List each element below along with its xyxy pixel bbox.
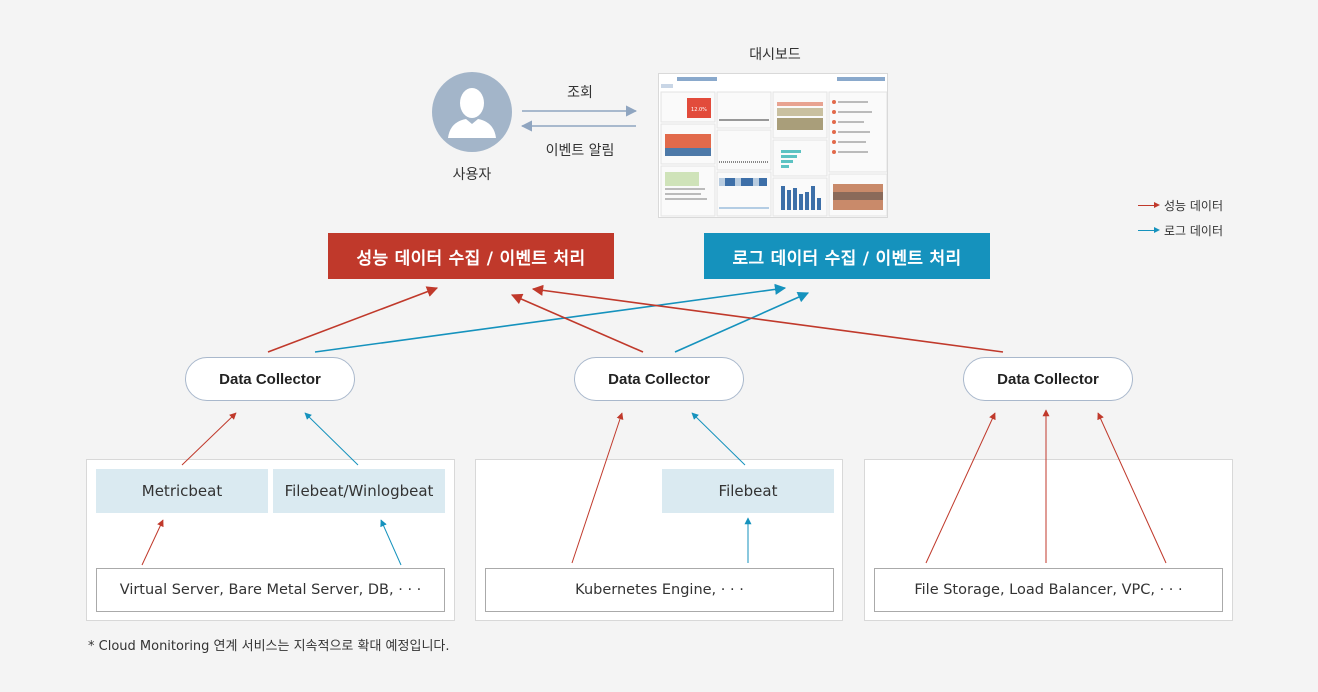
filebeat-to-collector2-arrow: [691, 412, 746, 466]
collector1-to-perf-arrow: [267, 286, 439, 353]
user-avatar: [432, 72, 512, 152]
filebeat-to-collector1-arrow: [304, 412, 359, 466]
legend-performance-label: 성능 데이터: [1164, 199, 1224, 213]
filebeat-winlogbeat-box: Filebeat/Winlogbeat: [273, 469, 445, 513]
collector2-to-log-arrow: [674, 291, 810, 353]
legend-performance-line-icon: [1138, 201, 1160, 208]
metricbeat-box: Metricbeat: [96, 469, 268, 513]
metricbeat-to-collector1-arrow: [181, 412, 237, 466]
user-avatar-icon: [432, 72, 512, 152]
log-collection-banner: 로그 데이터 수집 / 이벤트 처리: [704, 233, 990, 279]
event-alert-label: 이벤트 알림: [545, 143, 615, 159]
query-label: 조회: [567, 85, 593, 101]
collector2-to-perf-arrow: [510, 293, 644, 353]
dashboard-title: 대시보드: [749, 47, 801, 63]
dashboard-screenshot-image: 12.0%: [659, 74, 887, 217]
legend-performance: 성능 데이터: [1138, 197, 1223, 214]
svg-text:12.0%: 12.0%: [691, 107, 707, 113]
source-storage: File Storage, Load Balancer, VPC, · · ·: [874, 568, 1223, 612]
source-kubernetes: Kubernetes Engine, · · ·: [485, 568, 834, 612]
dashboard-thumbnail: 12.0%: [658, 73, 888, 218]
legend-log-line-icon: [1138, 226, 1160, 233]
collector1-to-log-arrow: [314, 283, 787, 353]
data-collector-1: Data Collector: [185, 357, 355, 401]
legend-log-label: 로그 데이터: [1164, 224, 1224, 238]
performance-collection-banner: 성능 데이터 수집 / 이벤트 처리: [328, 233, 614, 279]
legend-log: 로그 데이터: [1138, 222, 1223, 239]
collector3-to-perf-arrow: [531, 284, 1004, 353]
source-servers: Virtual Server, Bare Metal Server, DB, ·…: [96, 568, 445, 612]
user-label: 사용자: [452, 167, 492, 183]
footnote: * Cloud Monitoring 연계 서비스는 지속적으로 확대 예정입니…: [88, 639, 450, 654]
data-collector-2: Data Collector: [574, 357, 744, 401]
data-collector-3: Data Collector: [963, 357, 1133, 401]
filebeat-box: Filebeat: [662, 469, 834, 513]
